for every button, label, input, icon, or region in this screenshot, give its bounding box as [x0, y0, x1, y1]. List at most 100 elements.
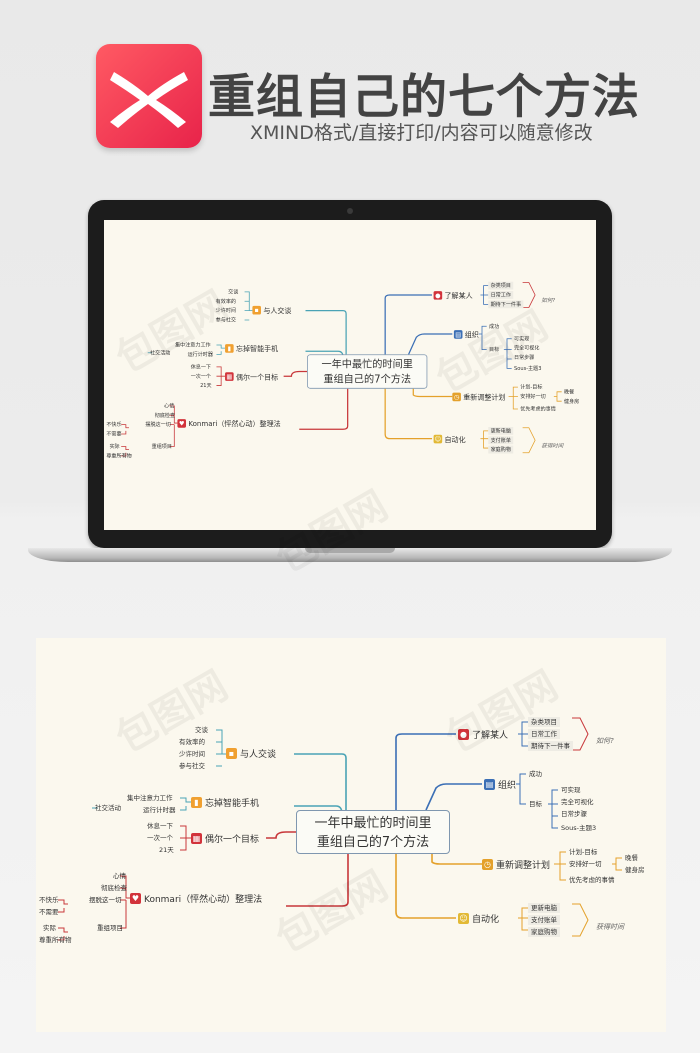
heart-icon: ♥ — [177, 419, 187, 428]
leaf[interactable]: 实际 — [43, 924, 56, 932]
leaf[interactable]: 日常步骤 — [561, 810, 587, 818]
leaf[interactable]: 参与社交 — [215, 316, 236, 324]
leaf[interactable]: 不需要 — [106, 430, 122, 438]
leaf[interactable]: 计划-目标 — [520, 384, 543, 391]
leaf[interactable]: 安排好一切 — [520, 393, 546, 400]
central-topic[interactable]: 一年中最忙的时间里 重组自己的7个方法 — [307, 354, 428, 389]
leaf[interactable]: 不需要 — [39, 908, 59, 916]
leaf[interactable]: 不快乐 — [39, 896, 59, 904]
leaf[interactable]: 健身房 — [625, 866, 645, 874]
branch-label: 忘掉智能手机 — [235, 345, 279, 354]
leaf[interactable]: 21天 — [200, 382, 212, 389]
leaf[interactable]: 实际 — [109, 443, 120, 450]
branch-label: 自动化 — [472, 915, 500, 925]
branch-interact[interactable]: ▪ 与人交谈 — [226, 747, 276, 760]
leaf[interactable]: 休息一下 — [190, 363, 211, 370]
leaf[interactable]: 优先考虑的事情 — [569, 876, 615, 884]
leaf[interactable]: 重组项目 — [97, 924, 123, 932]
branch-phone[interactable]: ▮ 忘掉智能手机 — [225, 343, 279, 354]
leaf[interactable]: 更新电脑 — [528, 903, 560, 913]
leaf[interactable]: 完全可视化 — [561, 798, 594, 806]
branch-interact[interactable]: ▪ 与人交谈 — [252, 305, 291, 315]
leaf[interactable]: 心情 — [113, 872, 126, 880]
leaf[interactable]: 参与社交 — [179, 762, 205, 770]
leaf[interactable]: 期待下一件事 — [488, 300, 524, 309]
leaf[interactable]: 更新电脑 — [488, 426, 514, 435]
branch-konmari[interactable]: ♥ Konmari（怦然心动）整理法 — [130, 892, 262, 905]
leaf[interactable]: 晚餐 — [564, 388, 575, 395]
leaf[interactable]: 交谈 — [195, 726, 208, 734]
leaf[interactable]: 可实现 — [514, 335, 530, 342]
leaf[interactable]: 社交活动 — [150, 349, 171, 356]
leaf[interactable]: 21天 — [159, 846, 174, 854]
leaf[interactable]: Sous-主题3 — [514, 365, 542, 372]
branch-konmari[interactable]: ♥ Konmari（怦然心动）整理法 — [177, 418, 281, 429]
connector — [120, 875, 130, 929]
leaf[interactable]: 心情 — [164, 402, 175, 410]
leaf[interactable]: 家庭购物 — [488, 445, 514, 454]
branch-label: 自动化 — [444, 436, 466, 445]
leaf[interactable]: 日常工作 — [488, 291, 514, 299]
leaf[interactable]: 成功 — [529, 770, 542, 778]
branch-replan[interactable]: ◷ 重新调整计划 — [452, 392, 505, 402]
connector — [554, 851, 566, 881]
leaf[interactable]: 目标 — [489, 346, 500, 353]
leaf[interactable]: 集中注意力工作 — [175, 341, 211, 349]
branch-automate[interactable]: ☺ 自动化 — [433, 434, 466, 445]
leaf[interactable]: 日常步骤 — [514, 354, 535, 361]
leaf[interactable]: 目标 — [529, 800, 542, 808]
leaf[interactable]: 尊重所有物 — [106, 452, 132, 459]
branch-organize[interactable]: ▤ 组织 — [484, 778, 516, 791]
leaf[interactable]: 安排好一切 — [569, 860, 602, 868]
branch-understand[interactable]: ● 了解某人 — [433, 290, 473, 300]
leaf[interactable]: 运行计时器 — [143, 806, 176, 814]
leaf[interactable]: 优先考虑的事情 — [520, 405, 556, 413]
leaf[interactable]: 彻底检查 — [101, 884, 127, 892]
branch-organize[interactable]: ▤ 组织 — [453, 329, 479, 339]
leaf[interactable]: 期待下一件事 — [528, 741, 573, 751]
leaf[interactable]: 少许时间 — [215, 307, 236, 314]
leaf[interactable]: 杂类项目 — [528, 717, 560, 727]
leaf[interactable]: 日常工作 — [528, 729, 560, 739]
leaf[interactable]: 计划-目标 — [569, 848, 598, 856]
leaf[interactable]: Sous-主题3 — [561, 824, 597, 832]
leaf[interactable]: 尊重所有物 — [39, 936, 72, 944]
leaf[interactable]: 健身房 — [564, 398, 580, 405]
leaf[interactable]: 摆脱这一切 — [145, 421, 171, 428]
leaf[interactable]: 交谈 — [228, 288, 239, 295]
leaf[interactable]: 成功 — [489, 323, 500, 330]
leaf[interactable]: 支付账单 — [528, 915, 560, 925]
branch-automate[interactable]: ☺ 自动化 — [458, 912, 499, 925]
leaf[interactable]: 晚餐 — [625, 854, 638, 862]
branch-goal[interactable]: ▦ 偶尔一个目标 — [191, 832, 259, 845]
branch-phone[interactable]: ▮ 忘掉智能手机 — [191, 796, 259, 809]
branch-replan[interactable]: ◷ 重新调整计划 — [482, 858, 550, 871]
leaf[interactable]: 摆脱这一切 — [89, 896, 122, 904]
leaf[interactable]: 社交活动 — [95, 804, 121, 812]
leaf[interactable]: 有效率的 — [215, 298, 236, 305]
leaf[interactable]: 有效率的 — [179, 738, 205, 746]
leaf[interactable]: 集中注意力工作 — [127, 794, 173, 802]
leaf[interactable]: 重组项目 — [151, 443, 172, 450]
leaf[interactable]: 家庭购物 — [528, 927, 560, 937]
connector — [216, 729, 226, 767]
branch-understand[interactable]: ● 了解某人 — [458, 728, 508, 741]
leaf[interactable]: 一次一个 — [147, 834, 173, 842]
mindmap-connectors — [58, 717, 622, 941]
leaf[interactable]: 不快乐 — [106, 421, 122, 428]
branch-goal[interactable]: ▦ 偶尔一个目标 — [225, 372, 278, 382]
leaf[interactable]: 完全可视化 — [514, 344, 540, 352]
leaf[interactable]: 少许时间 — [179, 750, 205, 758]
leaf[interactable]: 彻底检查 — [154, 412, 176, 419]
central-topic[interactable]: 一年中最忙的时间里 重组自己的7个方法 — [296, 810, 450, 854]
leaf[interactable]: 杂类项目 — [488, 281, 514, 290]
leaf[interactable]: 一次一个 — [190, 373, 211, 380]
leaf[interactable]: 休息一下 — [147, 822, 173, 830]
heart-icon: ♥ — [130, 893, 141, 904]
leaf[interactable]: 支付账单 — [488, 436, 514, 445]
connector — [518, 907, 528, 931]
leaf[interactable]: 运行计时器 — [187, 351, 213, 358]
connector — [216, 366, 226, 386]
leaf[interactable]: 可实现 — [561, 786, 581, 794]
connector — [478, 325, 487, 351]
